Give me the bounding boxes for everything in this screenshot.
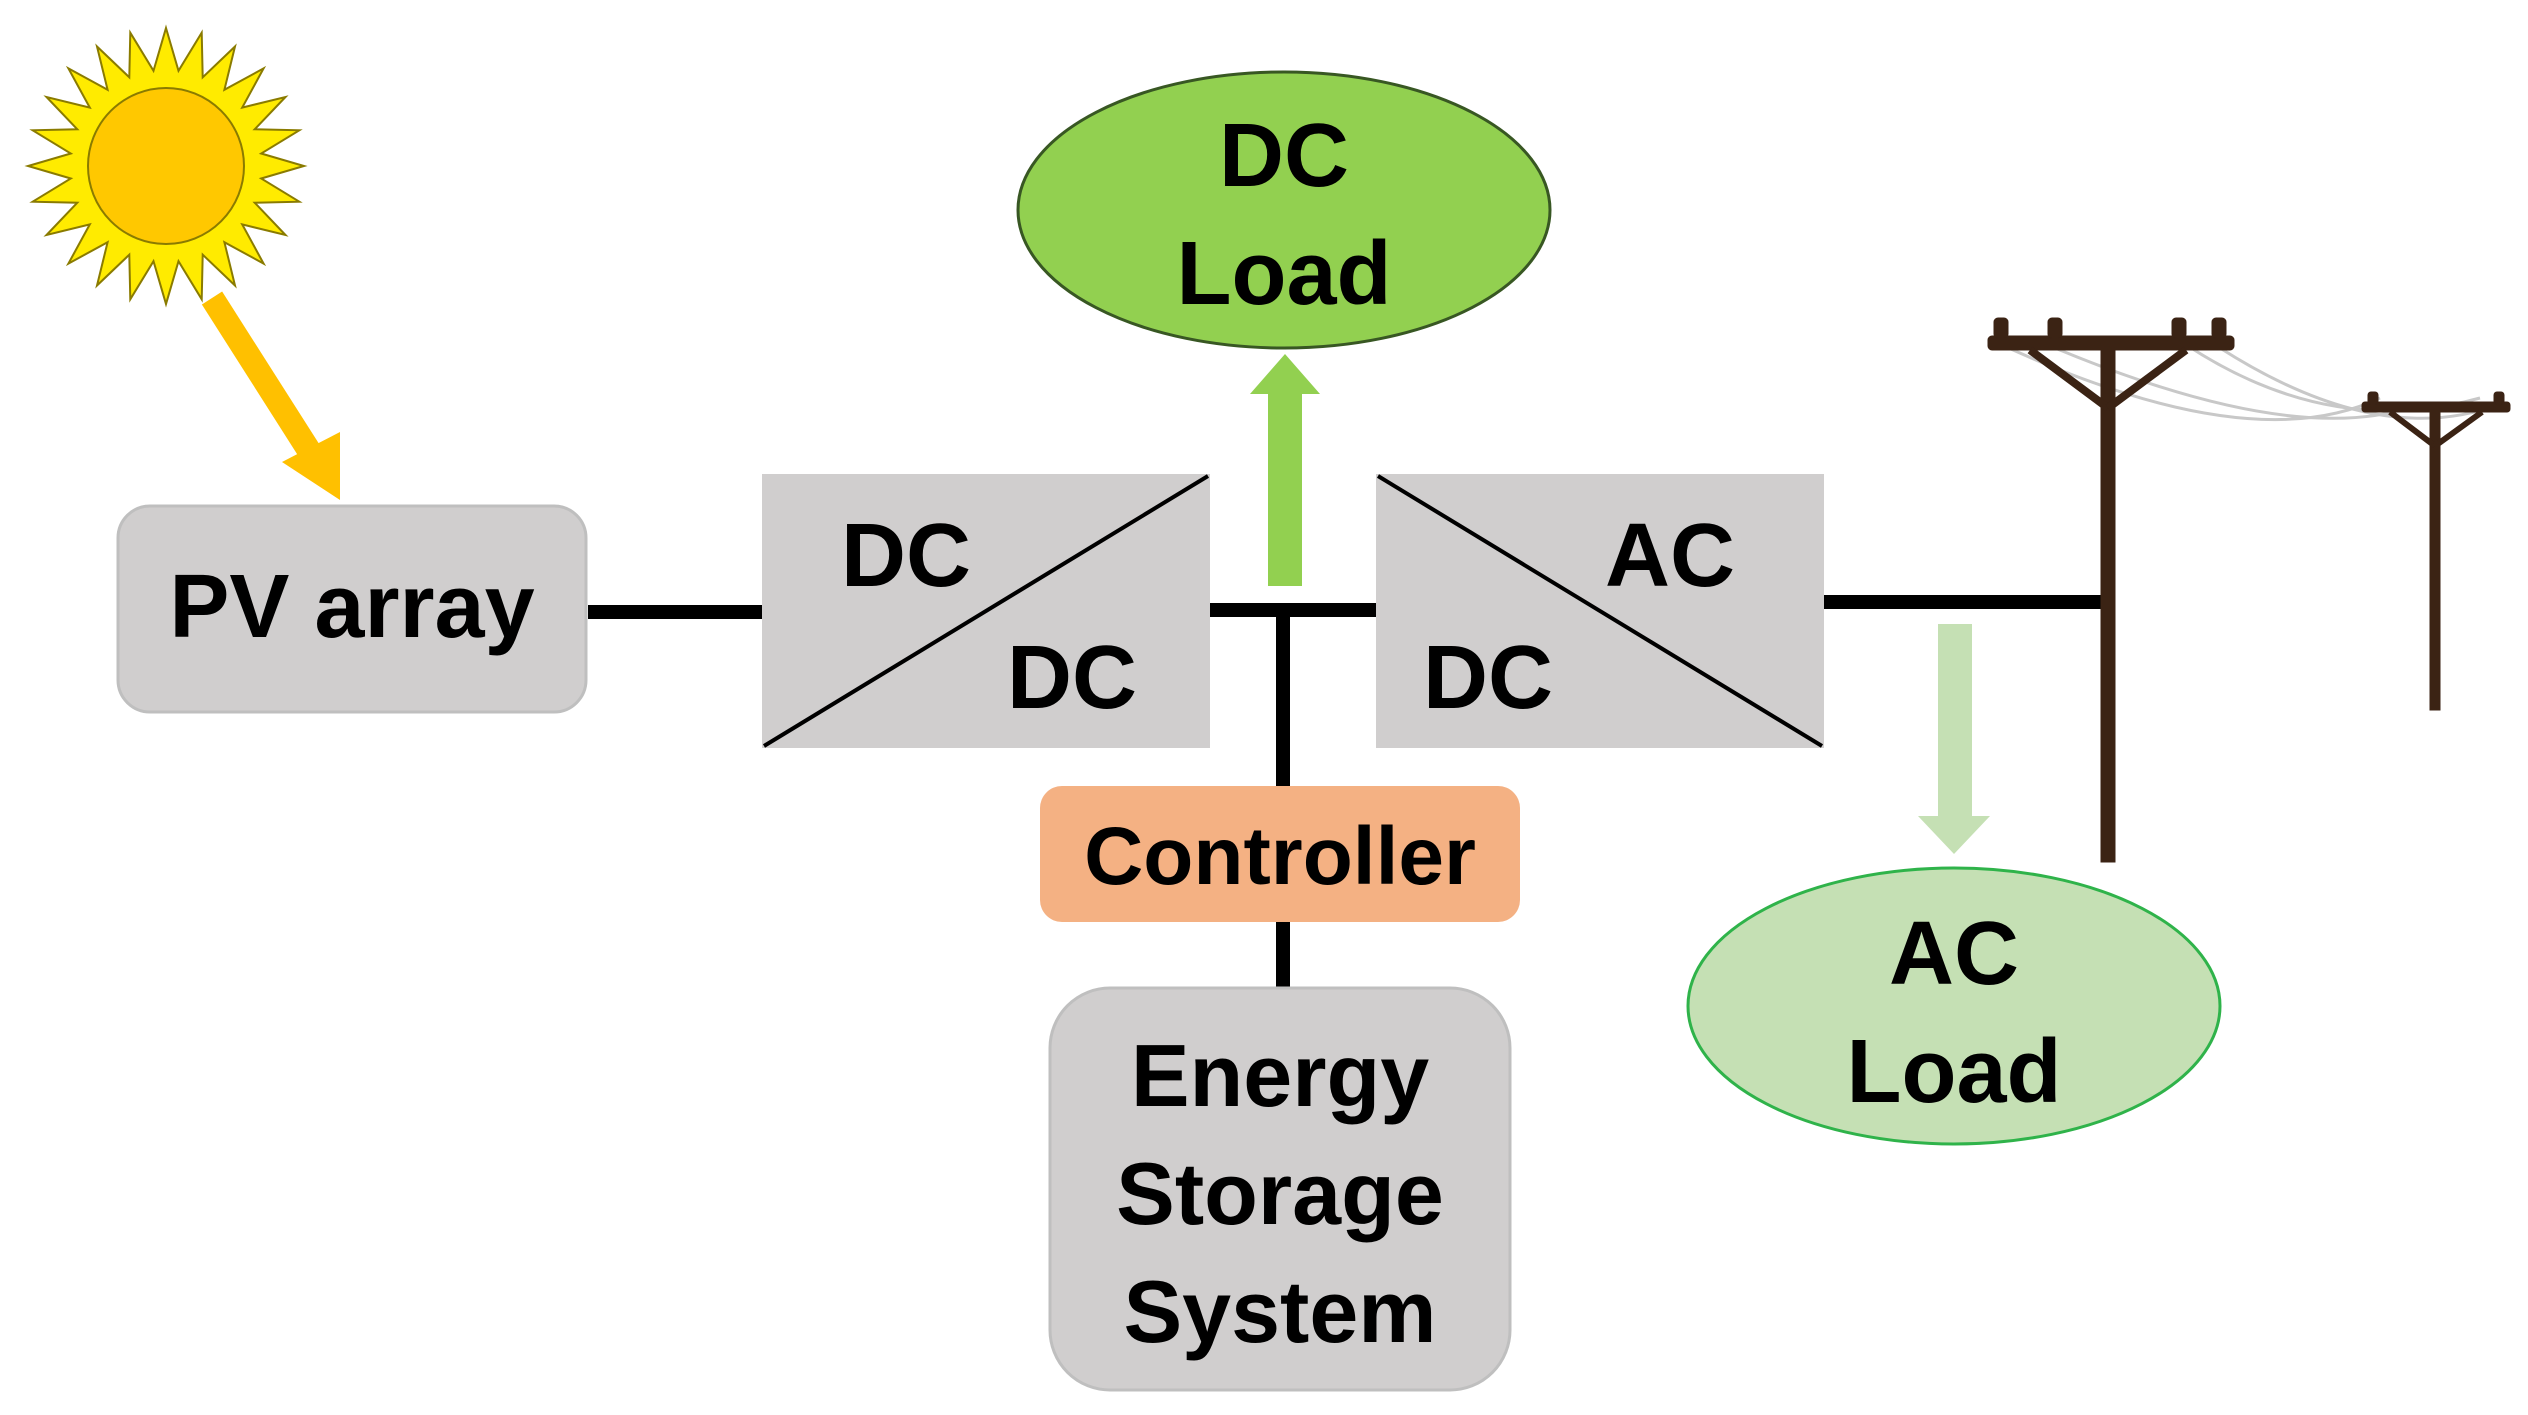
dcac-inverter-top-label: AC <box>1605 506 1735 606</box>
dcdc-converter-bottom-label: DC <box>1007 628 1137 728</box>
energy-storage-line2: Storage <box>1116 1144 1444 1243</box>
dcac-inverter-bottom-label: DC <box>1423 628 1553 728</box>
ac-load: AC Load <box>1686 866 2222 1146</box>
controller-box: Controller <box>1040 786 1520 922</box>
dc-load-line1: DC <box>1219 106 1349 206</box>
sunlight-arrow <box>201 291 340 500</box>
dcac-inverter-diagonal <box>1376 474 1824 748</box>
wires <box>588 595 2110 988</box>
pv-array-box: PV array <box>116 504 588 714</box>
sun-icon <box>24 24 308 308</box>
energy-storage-line1: Energy <box>1131 1026 1429 1125</box>
pv-array-label: PV array <box>169 557 534 657</box>
energy-storage-line3: System <box>1123 1262 1436 1361</box>
small-utility-pole <box>2361 391 2511 711</box>
dcdc-converter-top-label: DC <box>841 506 971 606</box>
controller-label: Controller <box>1084 811 1476 902</box>
utility-pole-icon <box>1987 317 2511 863</box>
ac-load-arrow <box>1918 624 1990 854</box>
dc-load: DC Load <box>1016 70 1552 350</box>
dc-load-arrow <box>1250 354 1320 586</box>
ac-load-line1: AC <box>1889 904 2019 1004</box>
dcdc-converter-diagonal <box>762 474 1210 748</box>
dcac-inverter: AC DC <box>1376 474 1824 748</box>
energy-storage-box: Energy Storage System <box>1048 986 1512 1392</box>
dc-load-line2: Load <box>1177 224 1392 324</box>
ac-load-line2: Load <box>1847 1022 2062 1122</box>
dcdc-converter: DC DC <box>762 474 1210 748</box>
large-utility-pole <box>1987 317 2235 863</box>
sun-disc <box>87 87 245 245</box>
